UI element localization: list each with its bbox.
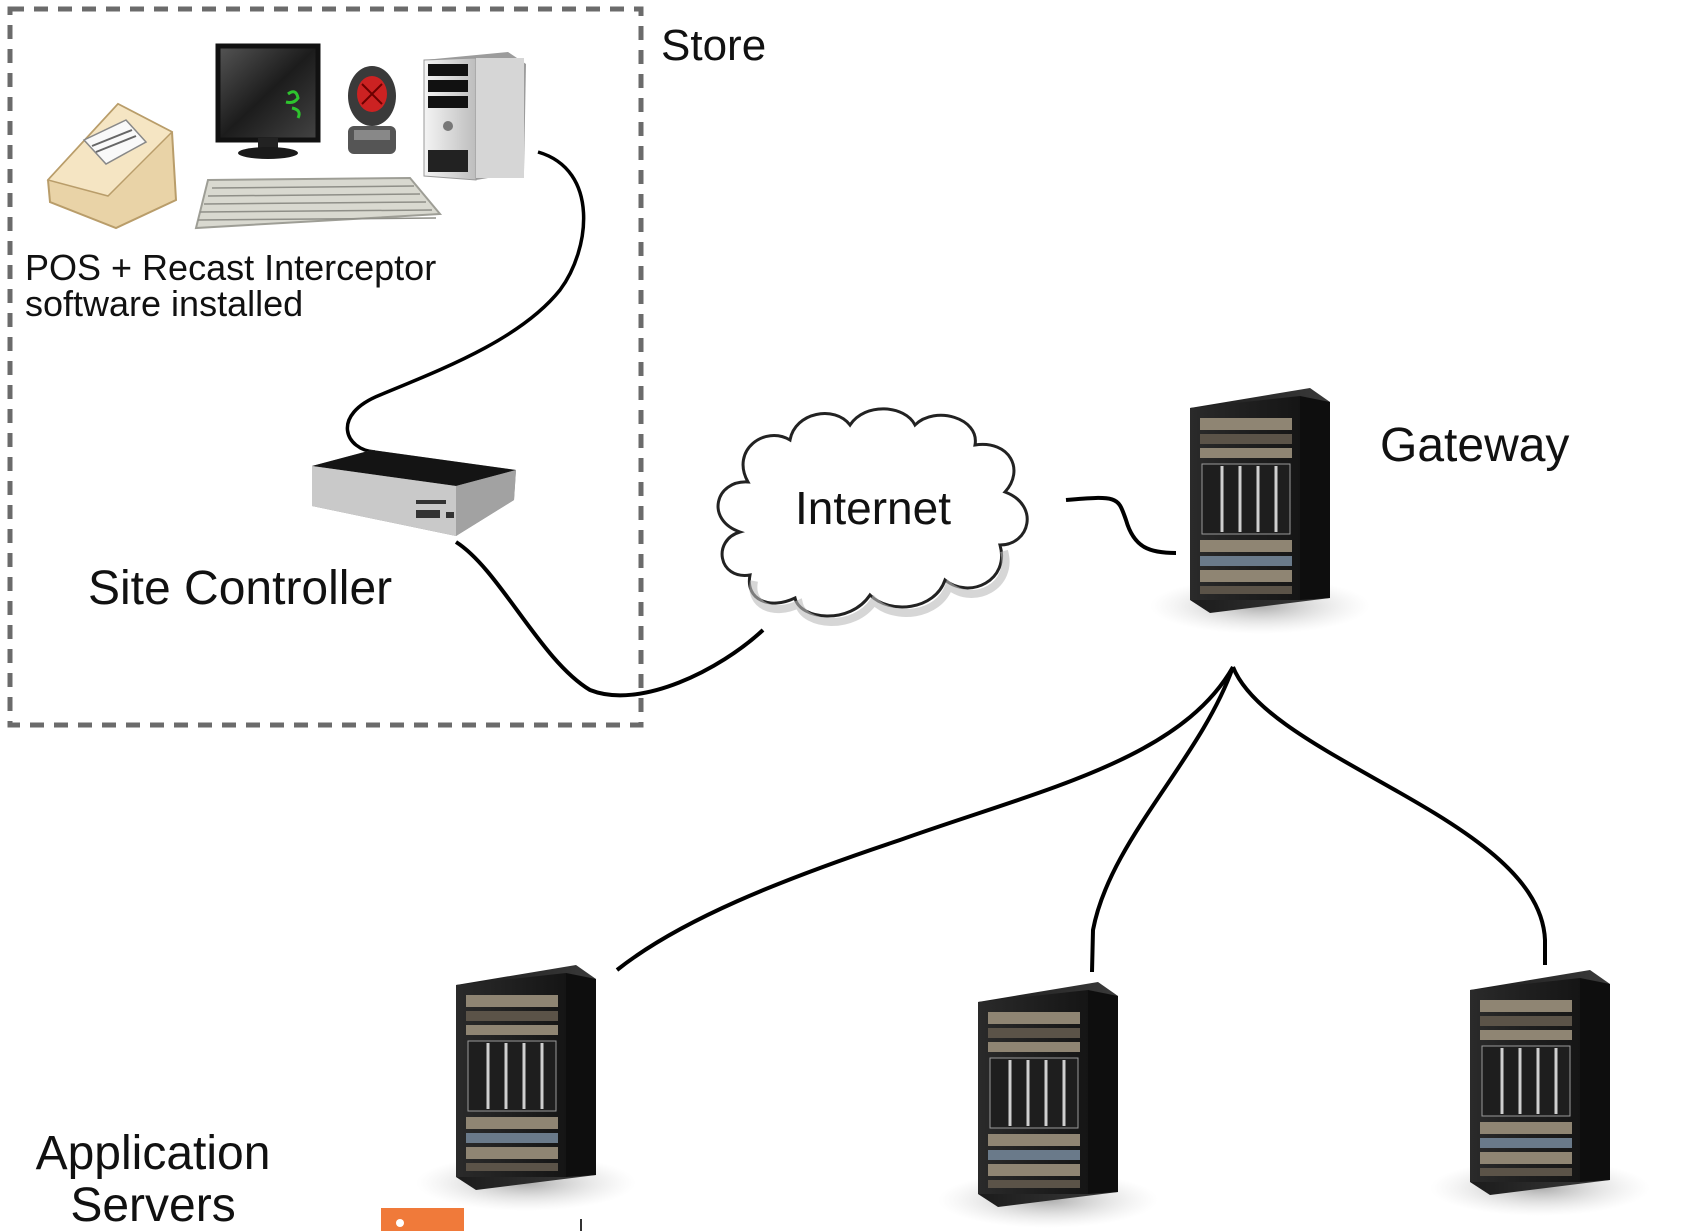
application-servers-label-line-1: Application (35, 1127, 271, 1180)
server-rack-icon (414, 963, 638, 1213)
internet-to-gateway-link (1065, 495, 1177, 555)
mini-pc-icon (312, 450, 516, 536)
receipt-printer-icon (46, 102, 178, 230)
pos-caption-line-2: software installed (25, 283, 304, 324)
pos-caption: POS + Recast Interceptor software instal… (25, 250, 505, 322)
gateway-to-server-2-link (1090, 666, 1235, 973)
gateway-label: Gateway (1380, 419, 1570, 472)
cloud-icon (716, 407, 1029, 626)
site-controller-to-internet-link (454, 540, 765, 698)
internet-label: Internet (795, 482, 951, 534)
store-boundary (7, 6, 644, 728)
gateway-to-server-3-link (1231, 666, 1547, 965)
barcode-scanner-icon (348, 66, 396, 154)
gateway-to-server-1-link (615, 666, 1235, 972)
orange-badge[interactable] (381, 1208, 464, 1231)
server-rack-icon (1428, 968, 1652, 1218)
store-label: Store (661, 21, 767, 70)
server-rack-icon (1148, 386, 1372, 636)
site-controller-label: Site Controller (88, 562, 393, 615)
pos-to-site-controller-link (345, 150, 586, 454)
application-servers-label: Application Servers (18, 1128, 288, 1232)
keyboard-icon (194, 176, 443, 230)
monitor-icon (215, 43, 321, 159)
tower-pc-icon (423, 52, 526, 181)
server-rack-icon (936, 980, 1160, 1230)
pos-caption-line-1: POS + Recast Interceptor (25, 247, 437, 288)
text-cursor-icon (580, 1219, 582, 1231)
application-servers-label-line-2: Servers (70, 1179, 236, 1232)
badge-dot-icon (396, 1219, 404, 1227)
